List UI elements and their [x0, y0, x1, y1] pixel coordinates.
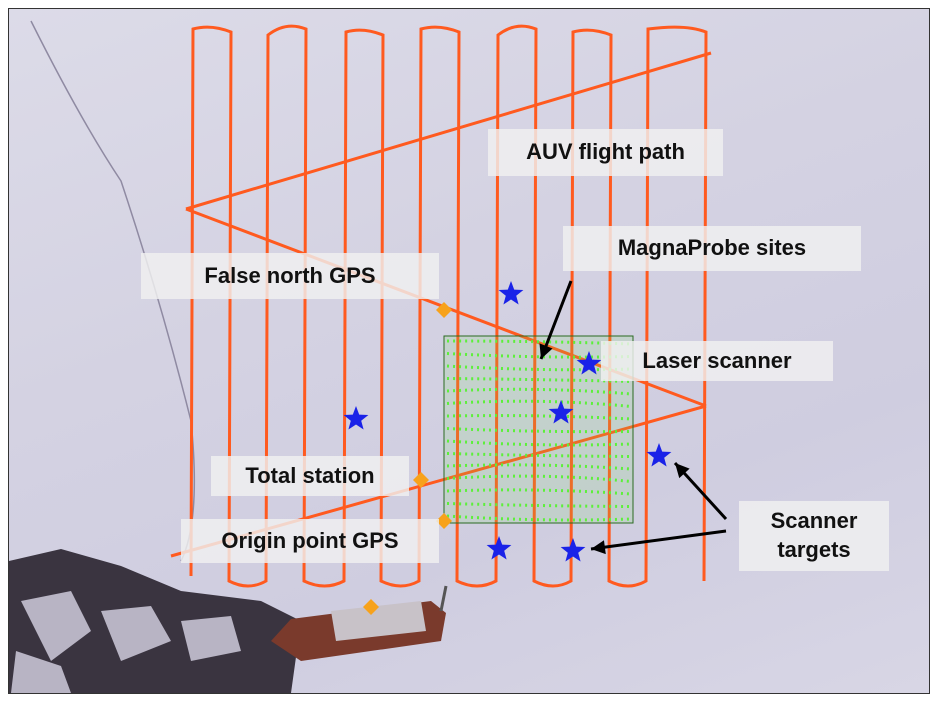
flight-path-transects	[189, 24, 708, 588]
magnaprobe-track	[446, 377, 632, 383]
ship	[271, 585, 448, 661]
ship-gps-marker	[363, 599, 379, 615]
origin-point-gps-marker	[436, 513, 452, 529]
magnaprobe-track	[446, 502, 632, 508]
false-north-gps-marker	[436, 302, 452, 318]
scanner-target-star-icon	[646, 443, 672, 467]
label-laser-scanner: Laser scanner	[601, 341, 833, 381]
flight-path-diagonal-north	[185, 51, 712, 211]
magnaprobe-track	[446, 399, 632, 408]
magnaprobe-track	[446, 474, 632, 483]
star-icon	[343, 406, 369, 430]
label-scanner-targets-line2: targets	[777, 537, 851, 562]
total-station-marker	[413, 472, 429, 488]
scanner-target-star-icon	[560, 538, 586, 562]
arrow-scanner-target-2	[590, 529, 727, 551]
magnaprobe-track	[446, 387, 632, 396]
arrow-magnaprobe-head	[539, 343, 553, 359]
magnaprobe-track	[446, 414, 632, 421]
magnaprobe-track	[446, 463, 632, 471]
magnaprobe-track	[446, 488, 632, 496]
magnaprobe-track	[446, 514, 632, 522]
label-origin-point-gps: Origin point GPS	[181, 519, 439, 563]
label-false-north-gps: False north GPS	[141, 253, 439, 299]
label-auv-flight-path: AUV flight path	[488, 129, 723, 176]
magnaprobe-track	[446, 439, 632, 447]
star-icon	[486, 536, 512, 560]
magnaprobe-track	[446, 427, 632, 434]
label-scanner-targets-line1: Scanner	[770, 508, 858, 534]
sea-ice-floes	[9, 20, 301, 693]
aerial-image: AUV flight path MagnaProbe sites False n…	[8, 8, 930, 694]
annotation-arrows	[539, 280, 728, 555]
arrow-scanner-target-2-head	[591, 540, 606, 555]
label-total-station: Total station	[211, 456, 409, 496]
star-icon	[548, 400, 574, 424]
label-magnaprobe-sites: MagnaProbe sites	[563, 226, 861, 271]
magnaprobe-track	[446, 452, 632, 458]
magnaprobe-star-icon	[498, 281, 524, 305]
laser-scanner-star-icon	[576, 351, 602, 375]
label-scanner-targets: Scanner targets	[739, 501, 889, 571]
arrow-scanner-target-1-head	[675, 463, 690, 479]
